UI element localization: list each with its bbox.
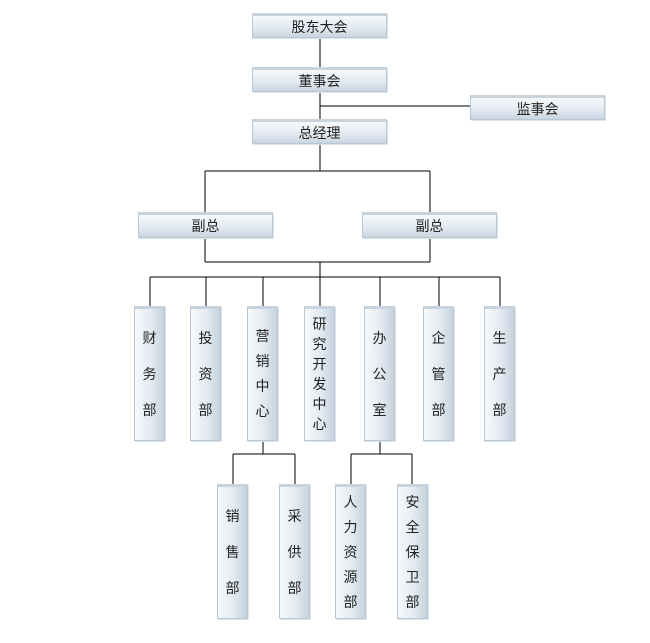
node-label: 营销中心 [255, 329, 270, 420]
node-finance-department: 财务部 [134, 306, 165, 441]
node-label: 监事会 [516, 101, 559, 118]
node-label: 股东大会 [291, 19, 348, 36]
node-label: 董事会 [298, 73, 341, 90]
node-label: 企管部 [431, 330, 446, 419]
node-label: 销售部 [225, 508, 240, 597]
node-board-of-directors: 董事会 [252, 67, 387, 92]
node-label: 安全保卫部 [405, 494, 420, 611]
node-label: 投资部 [198, 330, 213, 419]
node-label: 副总 [191, 219, 220, 235]
node-shareholders-meeting: 股东大会 [252, 13, 387, 38]
node-human-resources: 人力资源部 [335, 484, 366, 619]
node-procurement-department: 采供部 [279, 484, 310, 619]
node-label: 办公室 [372, 330, 387, 419]
node-label: 人力资源部 [343, 494, 358, 611]
node-enterprise-management: 企管部 [423, 306, 454, 441]
node-label: 采供部 [287, 508, 302, 597]
node-label: 生产部 [492, 330, 507, 419]
node-vice-president-left: 副总 [138, 212, 273, 238]
node-label: 研究开发中心 [312, 316, 327, 433]
node-office: 办公室 [364, 306, 395, 441]
node-investment-department: 投资部 [190, 306, 221, 441]
node-production-department: 生产部 [484, 306, 515, 441]
node-board-of-supervisors: 监事会 [470, 95, 605, 120]
node-sales-department: 销售部 [217, 484, 248, 619]
node-label: 总经理 [298, 125, 341, 142]
node-vice-president-right: 副总 [362, 212, 497, 238]
node-label: 副总 [415, 219, 444, 235]
node-rnd-center: 研究开发中心 [304, 306, 335, 441]
node-general-manager: 总经理 [252, 119, 387, 144]
node-marketing-center: 营销中心 [247, 306, 278, 441]
node-label: 财务部 [142, 330, 157, 419]
node-security-department: 安全保卫部 [397, 484, 428, 619]
